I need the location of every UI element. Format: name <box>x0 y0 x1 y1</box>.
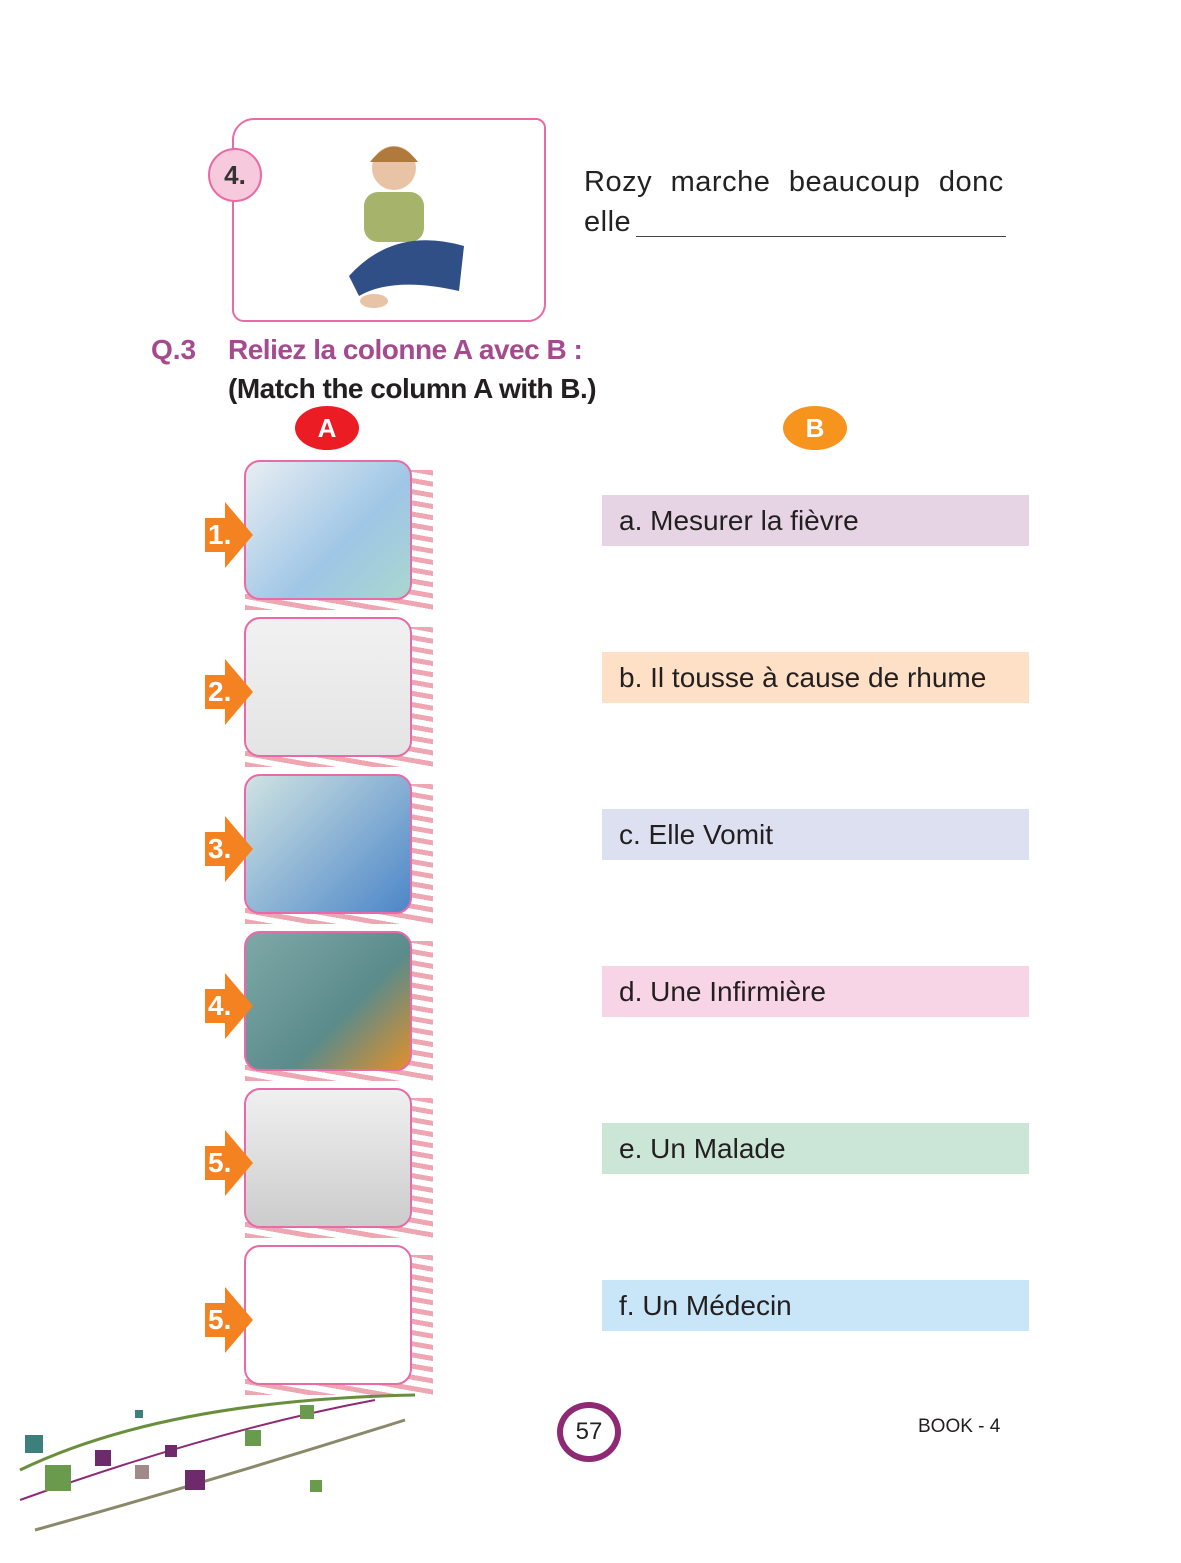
column-b-item[interactable]: d. Une Infirmière <box>602 966 1029 1017</box>
column-b-item[interactable]: c. Elle Vomit <box>602 809 1029 860</box>
exercise-number-badge: 4. <box>208 148 262 202</box>
boy-coughing-photo <box>244 931 412 1071</box>
item-number: 3. <box>208 833 232 864</box>
girl-illustration <box>349 146 464 308</box>
column-b-item[interactable]: e. Un Malade <box>602 1123 1029 1174</box>
item-number: 4. <box>208 990 232 1021</box>
thermometer-photo <box>244 1245 412 1385</box>
column-a-item[interactable]: 5. <box>195 1088 435 1238</box>
answer-blank-line[interactable] <box>636 236 1006 237</box>
column-a-item[interactable]: 4. <box>195 931 435 1081</box>
column-a-item[interactable]: 1. <box>195 460 435 610</box>
exercise-sentence: Rozy marche beaucoup donc elle <box>584 166 1004 238</box>
item-number: 5. <box>208 1304 232 1335</box>
book-label: BOOK - 4 <box>918 1416 1001 1437</box>
female-nurse-photo <box>244 774 412 914</box>
question-number: Q.3 <box>151 334 197 365</box>
column-b-item[interactable]: a. Mesurer la fièvre <box>602 495 1029 546</box>
sick-woman-in-hospital-bed-photo <box>244 460 412 600</box>
column-a-item[interactable]: 5. <box>195 1245 435 1395</box>
column-a-item[interactable]: 2. <box>195 617 435 767</box>
column-a-item[interactable]: 3. <box>195 774 435 924</box>
boy-vomiting-photo <box>244 1088 412 1228</box>
question-subtitle: (Match the column A with B.) <box>228 373 597 404</box>
page-number: 57 <box>557 1402 621 1462</box>
male-doctor-photo <box>244 617 412 757</box>
column-b-badge: B <box>783 406 847 450</box>
exercise-4-image-frame <box>232 118 546 322</box>
decorative-footer-swirl <box>19 1393 416 1532</box>
column-b-item[interactable]: b. Il tousse à cause de rhume <box>602 652 1029 703</box>
item-number: 2. <box>208 676 232 707</box>
column-a-badge: A <box>295 406 359 450</box>
question-title: Reliez la colonne A avec B : <box>228 334 583 365</box>
item-number: 5. <box>208 1147 232 1178</box>
column-b-item[interactable]: f. Un Médecin <box>602 1280 1029 1331</box>
item-number: 1. <box>208 519 232 550</box>
